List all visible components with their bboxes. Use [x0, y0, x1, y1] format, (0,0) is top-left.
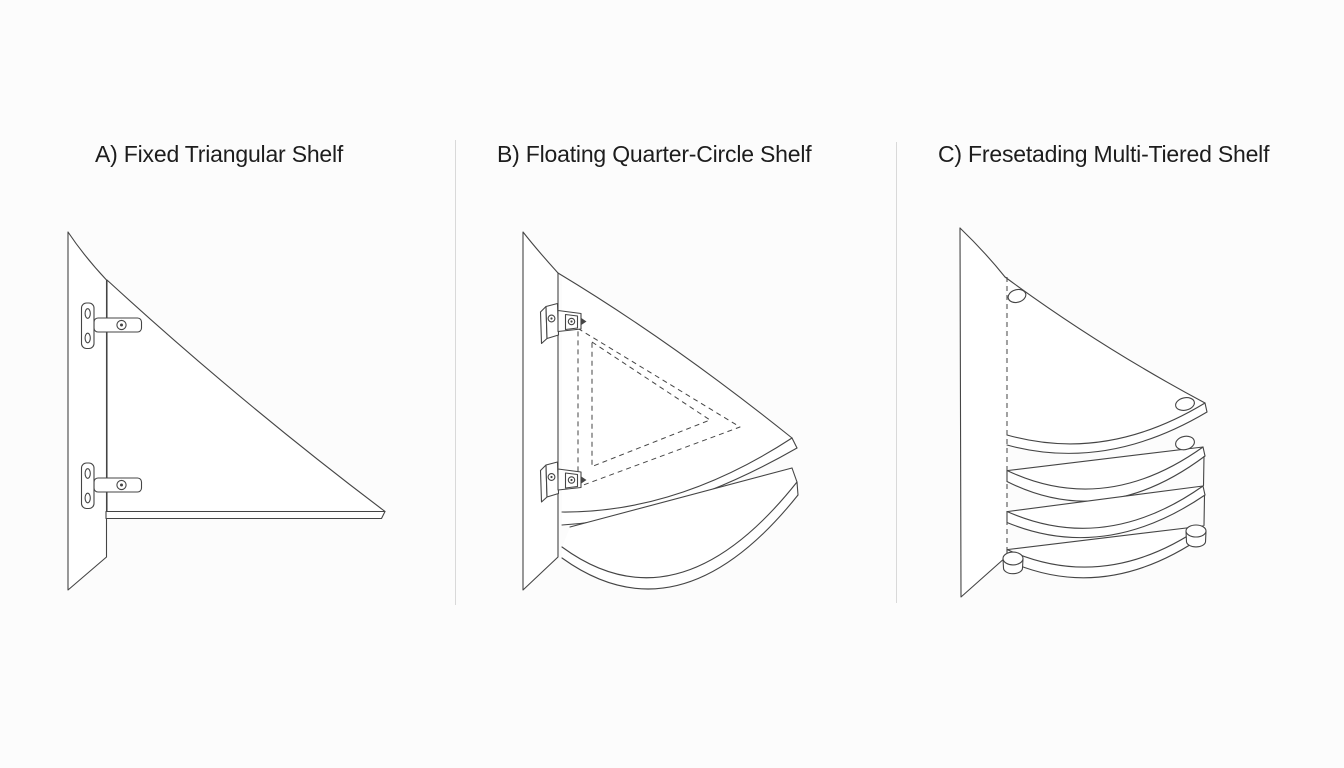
- quarter-circle-shelf-bottom-board: [561, 467, 799, 590]
- fixed-triangular-shelf-diagram: [67, 231, 386, 591]
- wall-panel: [67, 231, 108, 591]
- section-divider: [896, 142, 897, 603]
- standoff-cap-top-left: [1007, 288, 1027, 304]
- wall-panel: [959, 227, 1007, 598]
- right-support-posts: [1202, 455, 1206, 527]
- corner-bracket-bottom: [539, 461, 587, 503]
- standoff-cap-top-right: [1175, 397, 1195, 411]
- shelf-bracket-bottom: [80, 462, 143, 510]
- tier-shelf-3: [1006, 525, 1206, 579]
- tier-shelf-1: [1006, 446, 1206, 502]
- top-shelf-wedge: [1004, 276, 1208, 454]
- section-divider: [455, 140, 456, 605]
- foot-left: [1002, 551, 1024, 575]
- triangular-shelf: [105, 279, 386, 520]
- panel-a-title: A) Fixed Triangular Shelf: [95, 141, 344, 167]
- standoff-cap-tier: [1175, 435, 1195, 451]
- corner-bracket-top: [539, 302, 587, 345]
- hidden-shelf-outline: [577, 328, 741, 488]
- foot-right: [1185, 524, 1207, 548]
- freestanding-multi-tiered-shelf-diagram: [959, 227, 1208, 598]
- panel-c-title: C) Fresetading Multi-Tiered Shelf: [938, 141, 1270, 167]
- panel-b-title: B) Floating Quarter-Circle Shelf: [497, 141, 812, 167]
- wall-panel: [522, 231, 559, 591]
- tier-shelf-2: [1006, 485, 1206, 539]
- floating-quarter-circle-shelf-diagram: [522, 231, 799, 591]
- shelf-bracket-top: [80, 302, 143, 350]
